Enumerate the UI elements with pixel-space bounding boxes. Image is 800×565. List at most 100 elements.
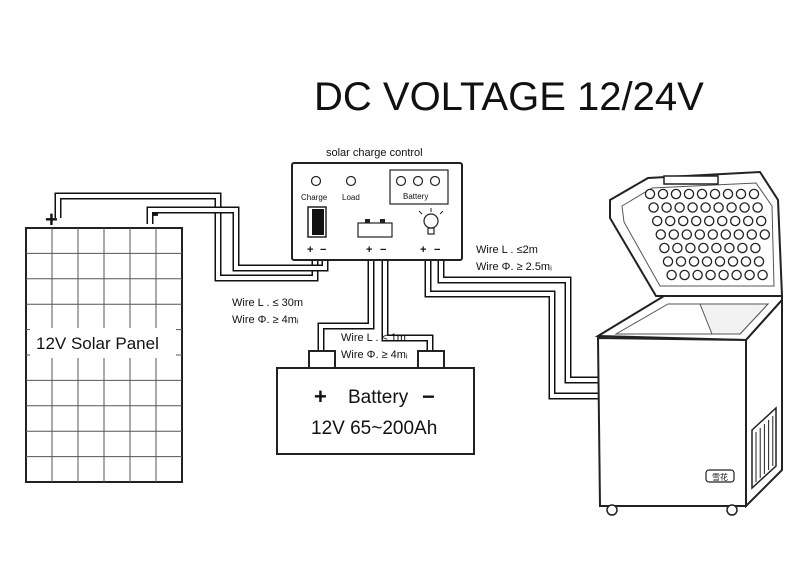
lid-vent-pattern: [644, 188, 771, 281]
vent-hole: [709, 188, 721, 200]
vent-hole: [731, 269, 742, 281]
battery-terminal-minus: −: [380, 244, 386, 256]
vent-hole: [675, 256, 687, 267]
vent-hole: [687, 202, 698, 213]
panel-wires: [54, 192, 329, 282]
battery-name: Battery: [348, 387, 409, 408]
vent-hole: [727, 256, 739, 267]
vent-hole: [744, 269, 755, 281]
vent-hole: [737, 242, 748, 254]
vent-hole: [733, 229, 745, 240]
chest-freezer: 雪花: [594, 170, 784, 516]
bulb-icon: [418, 208, 444, 235]
vent-hole: [757, 269, 768, 281]
load-indicator-label: Load: [342, 193, 360, 202]
vent-hole: [692, 269, 703, 281]
freezer-foot: [606, 504, 618, 516]
charge-led-icon: [310, 175, 322, 187]
load-terminal-minus: −: [434, 244, 440, 256]
vent-hole: [720, 229, 732, 240]
panel-wire-length: Wire L . ≤ 30m: [232, 297, 303, 309]
vent-hole: [648, 202, 659, 213]
vent-hole: [661, 202, 672, 213]
battery-terminal-icon: [357, 222, 393, 238]
lid-handle: [663, 175, 719, 185]
vent-hole: [698, 242, 709, 254]
panel-wire-diameter: Wire Φ. ≥ 4mᵢ: [232, 314, 299, 326]
vent-hole: [668, 229, 680, 240]
battery-wires: [317, 258, 434, 352]
vent-hole: [705, 269, 716, 281]
vent-hole: [696, 188, 708, 200]
vent-hole: [651, 215, 663, 227]
vent-hole: [674, 202, 685, 213]
vent-hole: [703, 215, 715, 227]
vent-hole: [711, 242, 722, 254]
charge-indicator-label: Charge: [301, 193, 328, 202]
vent-hole: [753, 256, 765, 267]
vent-hole: [700, 202, 711, 213]
battery-minus-sign: −: [422, 384, 435, 409]
vent-hole: [739, 202, 750, 213]
battery-terminal-plus: +: [366, 244, 372, 256]
vent-hole: [681, 229, 693, 240]
vent-hole: [722, 188, 734, 200]
vent-hole: [740, 256, 752, 267]
vent-hole: [690, 215, 702, 227]
battery-wire-length: Wire L . ≤ 1m: [341, 332, 406, 344]
freezer-badge: 雪花: [712, 472, 728, 482]
vent-hole: [759, 229, 771, 240]
vent-hole: [707, 229, 719, 240]
vent-hole: [716, 215, 728, 227]
solar-panel: 12V Solar Panel + −: [25, 202, 183, 483]
charge-controller: solar charge control Charge Load Battery…: [291, 147, 463, 261]
battery-led-3-icon: [429, 175, 441, 187]
battery-led-1-icon: [395, 175, 407, 187]
vent-hole: [746, 229, 758, 240]
solar-input-icon: [312, 209, 324, 235]
battery-spec: 12V 65~200Ah: [311, 418, 437, 439]
load-terminal-plus: +: [420, 244, 426, 256]
battery-plus-sign: +: [314, 384, 327, 409]
freezer-foot: [726, 504, 738, 516]
vent-hole: [714, 256, 726, 267]
battery-led-2-icon: [412, 175, 424, 187]
vent-hole: [683, 188, 695, 200]
vent-hole: [644, 188, 656, 200]
battery: + Battery − 12V 65~200Ah: [276, 350, 475, 455]
vent-hole: [750, 242, 761, 254]
vent-hole: [666, 269, 677, 281]
vent-hole: [655, 229, 667, 240]
vent-hole: [724, 242, 735, 254]
load-wires: [424, 258, 600, 400]
vent-hole: [657, 188, 669, 200]
vent-hole: [713, 202, 724, 213]
battery-indicator-label: Battery: [403, 192, 428, 201]
vent-hole: [748, 188, 760, 200]
vent-hole: [735, 188, 747, 200]
vent-hole: [755, 215, 767, 227]
vent-hole: [726, 202, 737, 213]
side-vent-grille: [755, 416, 774, 482]
vent-hole: [718, 269, 729, 281]
controller-label: solar charge control: [326, 147, 423, 159]
vent-hole: [752, 202, 763, 213]
vent-hole: [662, 256, 674, 267]
vent-hole: [677, 215, 689, 227]
vent-hole: [672, 242, 683, 254]
battery-wire-diameter: Wire Φ. ≥ 4mᵢ: [341, 349, 408, 361]
diagram-title: DC VOLTAGE 12/24V: [314, 75, 704, 119]
load-wire-length: Wire L . ≤2m: [476, 244, 538, 256]
vent-hole: [688, 256, 700, 267]
vent-hole: [729, 215, 741, 227]
vent-hole: [670, 188, 682, 200]
vent-hole: [685, 242, 696, 254]
vent-hole: [659, 242, 670, 254]
solar-terminal-plus: +: [307, 244, 313, 256]
vent-hole: [679, 269, 690, 281]
load-wire-diameter: Wire Φ. ≥ 2.5mᵢ: [476, 261, 552, 273]
vent-hole: [694, 229, 706, 240]
load-led-icon: [345, 175, 357, 187]
